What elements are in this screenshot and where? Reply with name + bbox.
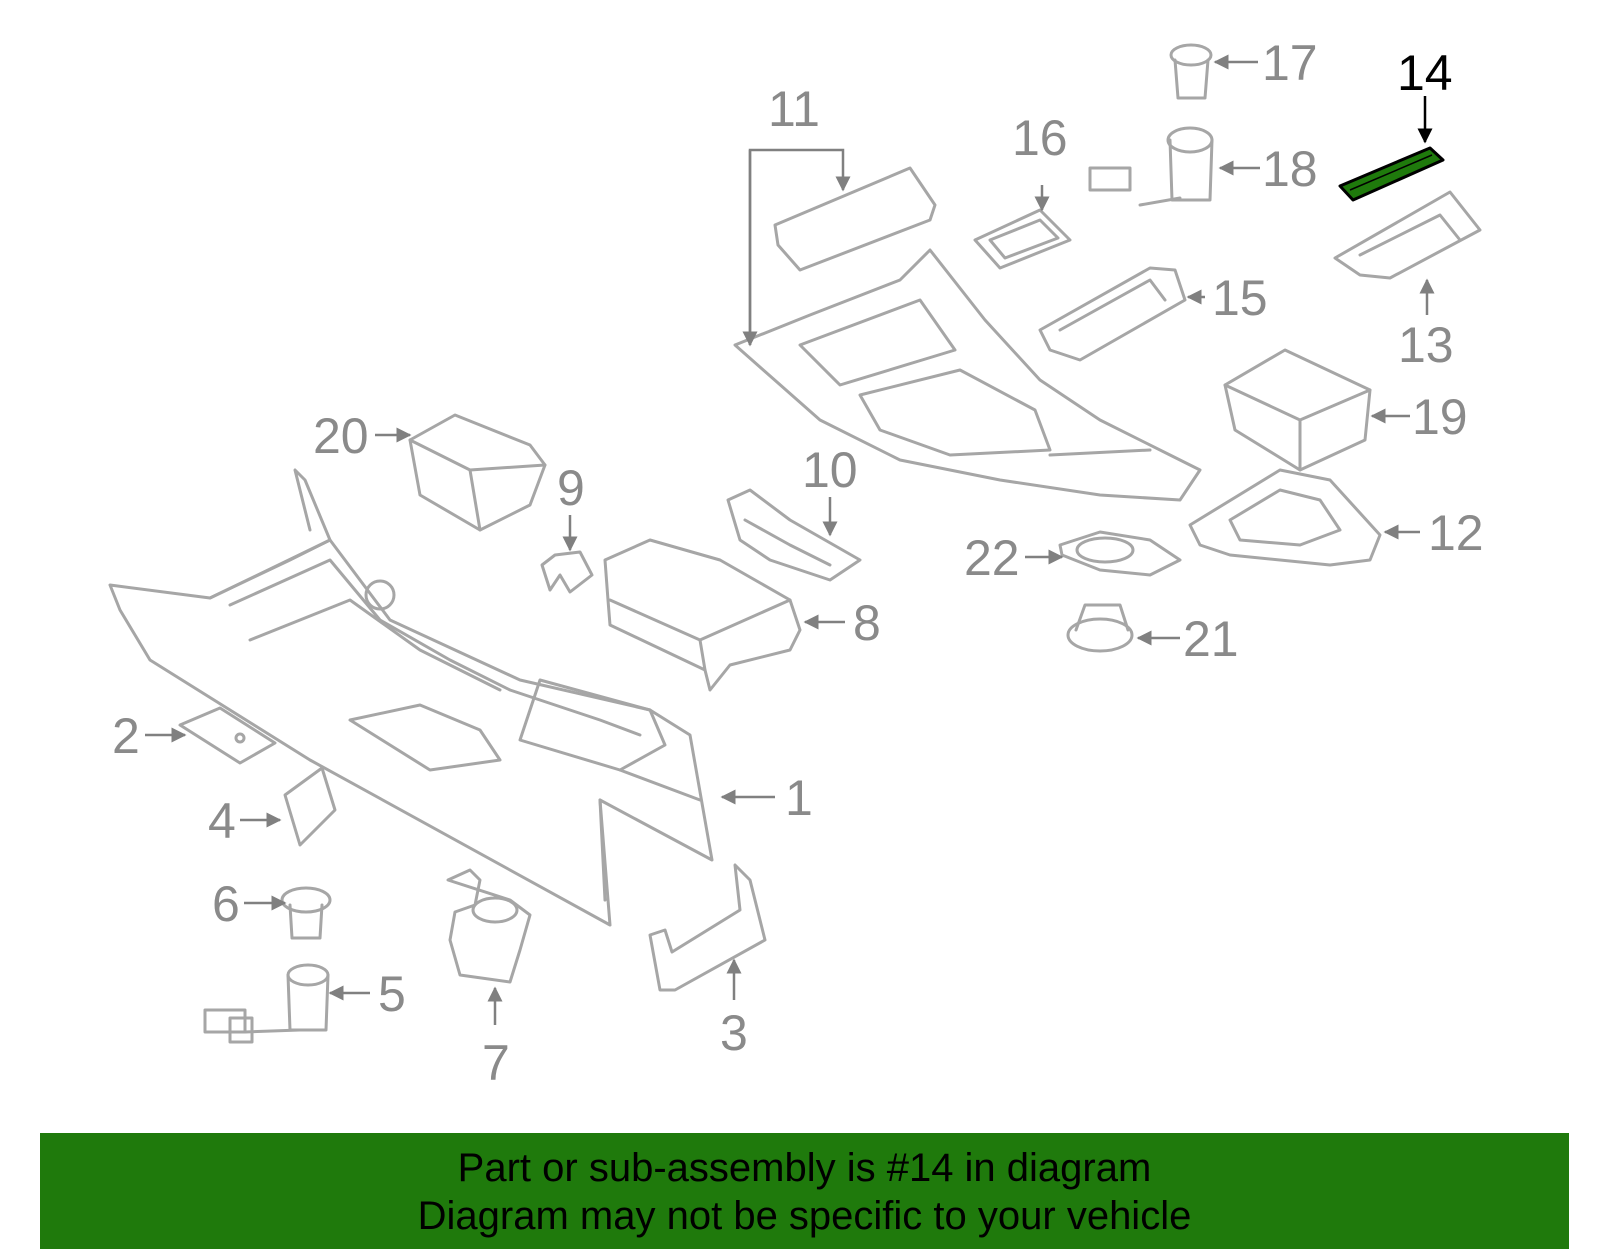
callout-13: 13 — [1398, 317, 1454, 373]
callout-12: 12 — [1428, 505, 1484, 561]
callout-21: 21 — [1183, 611, 1239, 667]
callout-22: 22 — [964, 530, 1020, 586]
callout-4: 4 — [208, 793, 236, 849]
callout-6: 6 — [212, 876, 240, 932]
callout-11: 11 — [768, 81, 820, 137]
part-7-cupholder[interactable] — [446, 868, 532, 984]
part-12-trim-bezel[interactable] — [1188, 468, 1382, 567]
part-10-trim[interactable] — [726, 488, 862, 582]
part-13-tray[interactable] — [1333, 190, 1482, 280]
callout-7: 7 — [482, 1035, 510, 1091]
part-19-storage-box[interactable] — [1223, 348, 1372, 472]
callout-3: 3 — [720, 1005, 748, 1061]
part-9-clip[interactable] — [540, 550, 594, 594]
part-20-module[interactable] — [408, 413, 547, 532]
callout-1: 1 — [785, 770, 813, 826]
part-11-trim-panel[interactable] — [733, 166, 1202, 502]
part-1-center-console[interactable] — [108, 468, 714, 927]
leader-lines — [145, 54, 1435, 1025]
callout-labels: 1 2 3 4 5 6 7 8 9 10 11 12 13 14 15 16 1… — [112, 35, 1484, 1091]
callout-17: 17 — [1262, 35, 1318, 91]
callout-5: 5 — [378, 966, 406, 1022]
part-16-mat[interactable] — [973, 208, 1072, 270]
callout-8: 8 — [853, 595, 881, 651]
banner-line-2: Diagram may not be specific to your vehi… — [417, 1194, 1192, 1238]
callout-9: 9 — [557, 460, 585, 516]
part-14-mat-highlighted[interactable] — [1338, 146, 1445, 202]
callout-16: 16 — [1012, 110, 1068, 166]
callout-10: 10 — [802, 442, 858, 498]
banner-line-1: Part or sub-assembly is #14 in diagram — [457, 1146, 1152, 1190]
callout-14: 14 — [1397, 45, 1453, 101]
callout-19: 19 — [1412, 389, 1468, 445]
callout-2: 2 — [112, 708, 140, 764]
part-8-armrest[interactable] — [603, 538, 802, 692]
callout-18: 18 — [1262, 141, 1318, 197]
part-17-socket-cap[interactable] — [1169, 43, 1213, 100]
part-15-tray-insert[interactable] — [1038, 266, 1187, 362]
callout-15: 15 — [1212, 270, 1268, 326]
part-22-trim-ring[interactable] — [1058, 530, 1182, 577]
info-banner: Part or sub-assembly is #14 in diagram D… — [40, 1133, 1569, 1249]
callout-20: 20 — [313, 408, 369, 464]
part-6-socket[interactable] — [280, 886, 332, 940]
part-21-knob[interactable] — [1066, 603, 1134, 653]
part-2-bracket[interactable] — [178, 706, 277, 765]
part-5-socket-harness[interactable] — [203, 963, 330, 1044]
part-18-socket-harness[interactable] — [1088, 126, 1214, 207]
part-3-bracket[interactable] — [648, 863, 767, 992]
part-4-pad[interactable] — [283, 766, 337, 847]
